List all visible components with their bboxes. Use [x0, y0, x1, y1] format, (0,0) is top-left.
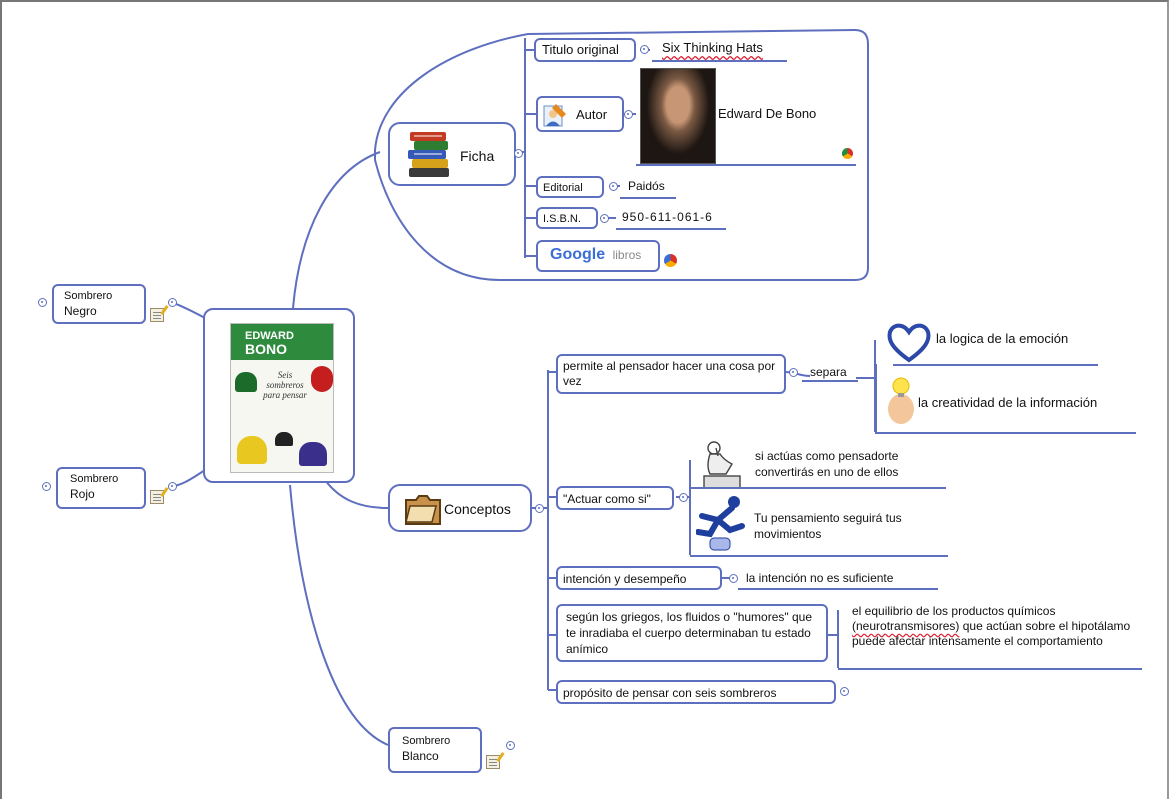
leaf-logica-emocion: la logica de la emoción — [936, 331, 1069, 346]
book-cover-image: EDWARD BONO Seis sombreros para pensar — [230, 323, 334, 473]
leaf-creatividad-informacion: la creatividad de la información — [918, 395, 1098, 410]
conceptos-node[interactable]: Conceptos — [388, 484, 532, 532]
collapse-icon[interactable] — [729, 574, 738, 583]
sombrero-blanco-node[interactable]: Sombrero Blanco — [388, 727, 482, 773]
leaf-creatividad-node[interactable] — [875, 364, 893, 434]
collapse-icon[interactable] — [789, 368, 798, 377]
collapse-icon[interactable] — [42, 482, 51, 491]
person-edit-icon — [543, 104, 566, 127]
autor-value: Edward De Bono — [718, 106, 817, 121]
concept-four-node[interactable]: según los griegos, los fluidos o "humore… — [556, 604, 828, 662]
collapse-icon[interactable] — [609, 182, 618, 191]
clipboard-icon — [405, 495, 441, 525]
google-logo: Google — [550, 246, 606, 263]
link-label-separa: separa — [810, 365, 847, 379]
collapse-icon[interactable] — [38, 298, 47, 307]
heart-icon — [886, 320, 932, 369]
leaf-actuar-pensador: si actúas como pensadorte convertirás en… — [755, 449, 899, 479]
titulo-value: Six Thinking Hats — [662, 40, 763, 55]
author-photo — [640, 68, 716, 164]
collapse-icon[interactable] — [168, 298, 177, 307]
sombrero-negro-node[interactable]: Sombrero Negro — [52, 284, 146, 324]
thinker-statue-icon — [698, 438, 748, 495]
google-libros-node[interactable]: Google libros — [536, 240, 660, 272]
collapse-icon[interactable] — [168, 482, 177, 491]
concept-two-node[interactable]: "Actuar como si" — [556, 486, 674, 510]
collapse-icon[interactable] — [514, 149, 523, 158]
collapse-icon[interactable] — [535, 504, 544, 513]
collapse-icon[interactable] — [600, 214, 609, 223]
titulo-original-node[interactable]: Titulo original — [534, 38, 636, 62]
note-icon[interactable] — [150, 490, 164, 504]
ficha-node[interactable]: Ficha — [388, 122, 516, 186]
concept-three-node[interactable]: intención y desempeño — [556, 566, 722, 590]
central-topic-node[interactable]: EDWARD BONO Seis sombreros para pensar — [203, 308, 355, 483]
lightbulb-head-icon — [884, 375, 918, 432]
collapse-icon[interactable] — [840, 687, 849, 696]
note-icon[interactable] — [150, 308, 164, 322]
running-figure-icon — [695, 494, 748, 557]
concept-one-node[interactable]: permite al pensador hacer una cosa por v… — [556, 354, 786, 394]
editorial-node[interactable]: Editorial — [536, 176, 604, 198]
sombrero-rojo-node[interactable]: Sombrero Rojo — [56, 467, 146, 509]
isbn-value: 950-611-061-6 — [622, 210, 713, 224]
collapse-icon[interactable] — [624, 110, 633, 119]
leaf-equilibrio-quimicos: el equilibrio de los productos químicos … — [852, 604, 1131, 648]
collapse-icon[interactable] — [679, 493, 688, 502]
leaf-actuar-movimientos: Tu pensamiento seguirá tus movimientos — [754, 511, 902, 541]
isbn-node[interactable]: I.S.B.N. — [536, 207, 598, 229]
collapse-icon[interactable] — [640, 45, 649, 54]
books-icon — [408, 132, 449, 177]
autor-node[interactable]: Autor — [536, 96, 624, 132]
note-icon[interactable] — [486, 755, 500, 769]
browser-icon[interactable] — [664, 254, 677, 267]
concept-five-node[interactable]: propósito de pensar con seis sombreros — [556, 680, 836, 704]
editorial-value: Paidós — [628, 179, 665, 193]
collapse-icon[interactable] — [506, 741, 515, 750]
leaf-intencion: la intención no es suficiente — [746, 571, 894, 585]
browser-icon[interactable] — [842, 148, 853, 159]
